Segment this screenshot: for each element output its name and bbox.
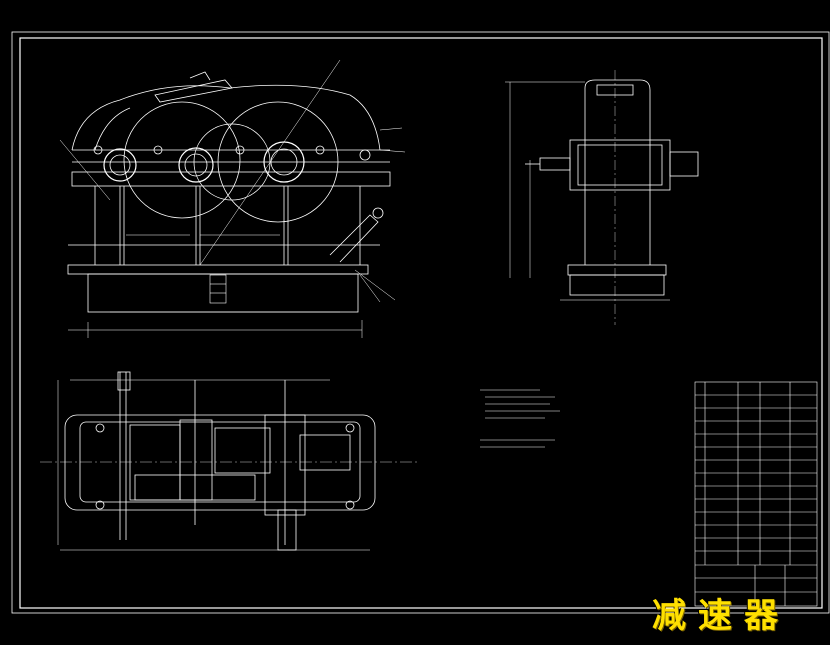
gear-middle [193,123,271,201]
inspection-cover [154,71,233,103]
shaft-output [669,151,699,177]
gearbox-housing [68,84,391,265]
gear-right [217,101,339,223]
gear-left [123,101,241,219]
side-view [505,70,699,325]
drawing-caption: 减速器 [652,596,790,636]
shaft-input [525,157,571,171]
top-view [40,371,420,551]
bolt [93,145,371,161]
drawing-border [11,31,830,614]
title-block [694,381,818,607]
oil-dipstick [329,207,384,263]
technical-requirements [480,389,560,448]
front-view [59,59,406,338]
base-flange [67,264,369,313]
